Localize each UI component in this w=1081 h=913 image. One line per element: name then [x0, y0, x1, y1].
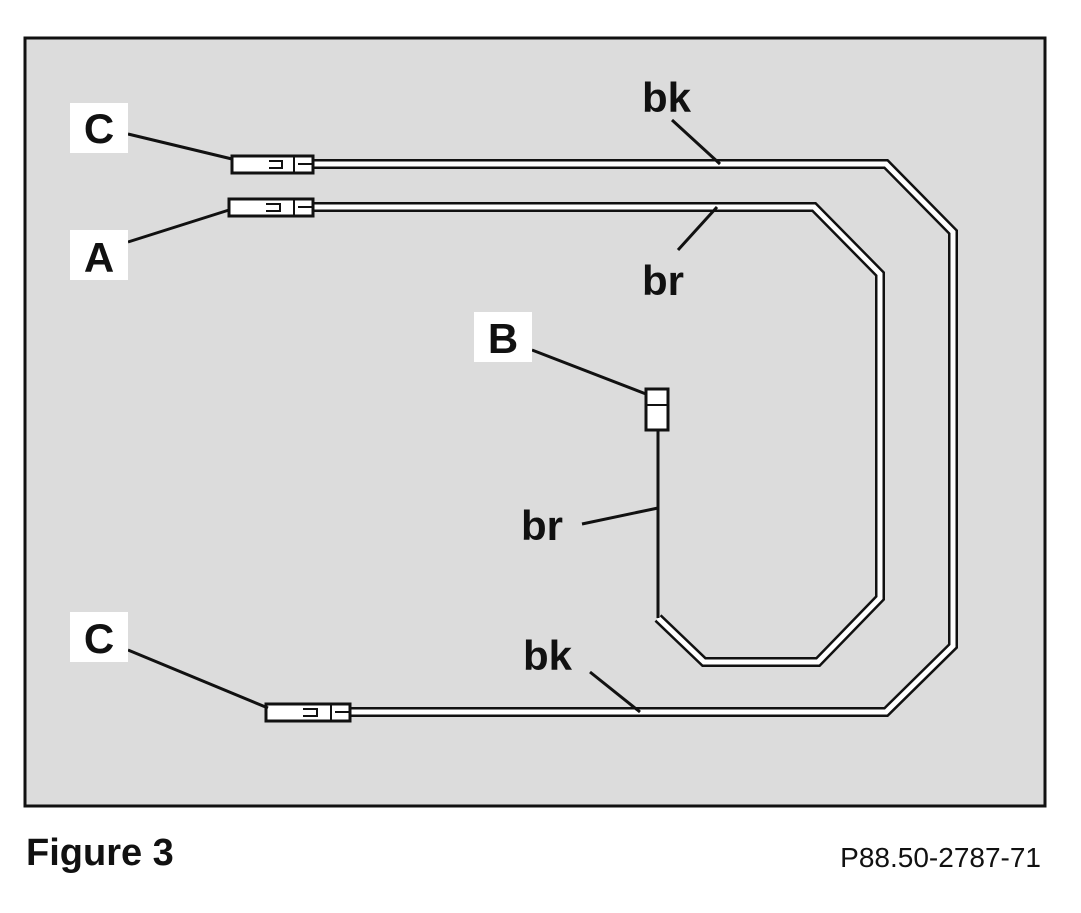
label-c-bottom: C — [70, 612, 128, 662]
label-bk-bottom: bk — [523, 632, 573, 679]
label-b: B — [474, 312, 532, 362]
svg-text:A: A — [84, 234, 114, 281]
figure-caption: Figure 3 — [26, 832, 174, 874]
label-br-top: br — [642, 257, 684, 304]
svg-text:C: C — [84, 105, 114, 152]
connector-b — [644, 387, 670, 432]
diagram-panel — [23, 36, 1047, 808]
connector-c-bottom — [264, 702, 352, 723]
svg-text:B: B — [488, 315, 518, 362]
connector-c-top — [230, 154, 315, 175]
bk-wire-cable — [313, 159, 958, 717]
label-a: A — [70, 230, 128, 281]
br-wire-cable — [313, 202, 885, 667]
label-br-mid: br — [521, 502, 563, 549]
svg-text:C: C — [84, 615, 114, 662]
connector-a — [227, 197, 315, 218]
reference-code: P88.50-2787-71 — [840, 842, 1041, 873]
label-c-top: C — [70, 103, 128, 153]
leader-lines — [127, 118, 722, 714]
label-bk-top: bk — [642, 74, 692, 121]
